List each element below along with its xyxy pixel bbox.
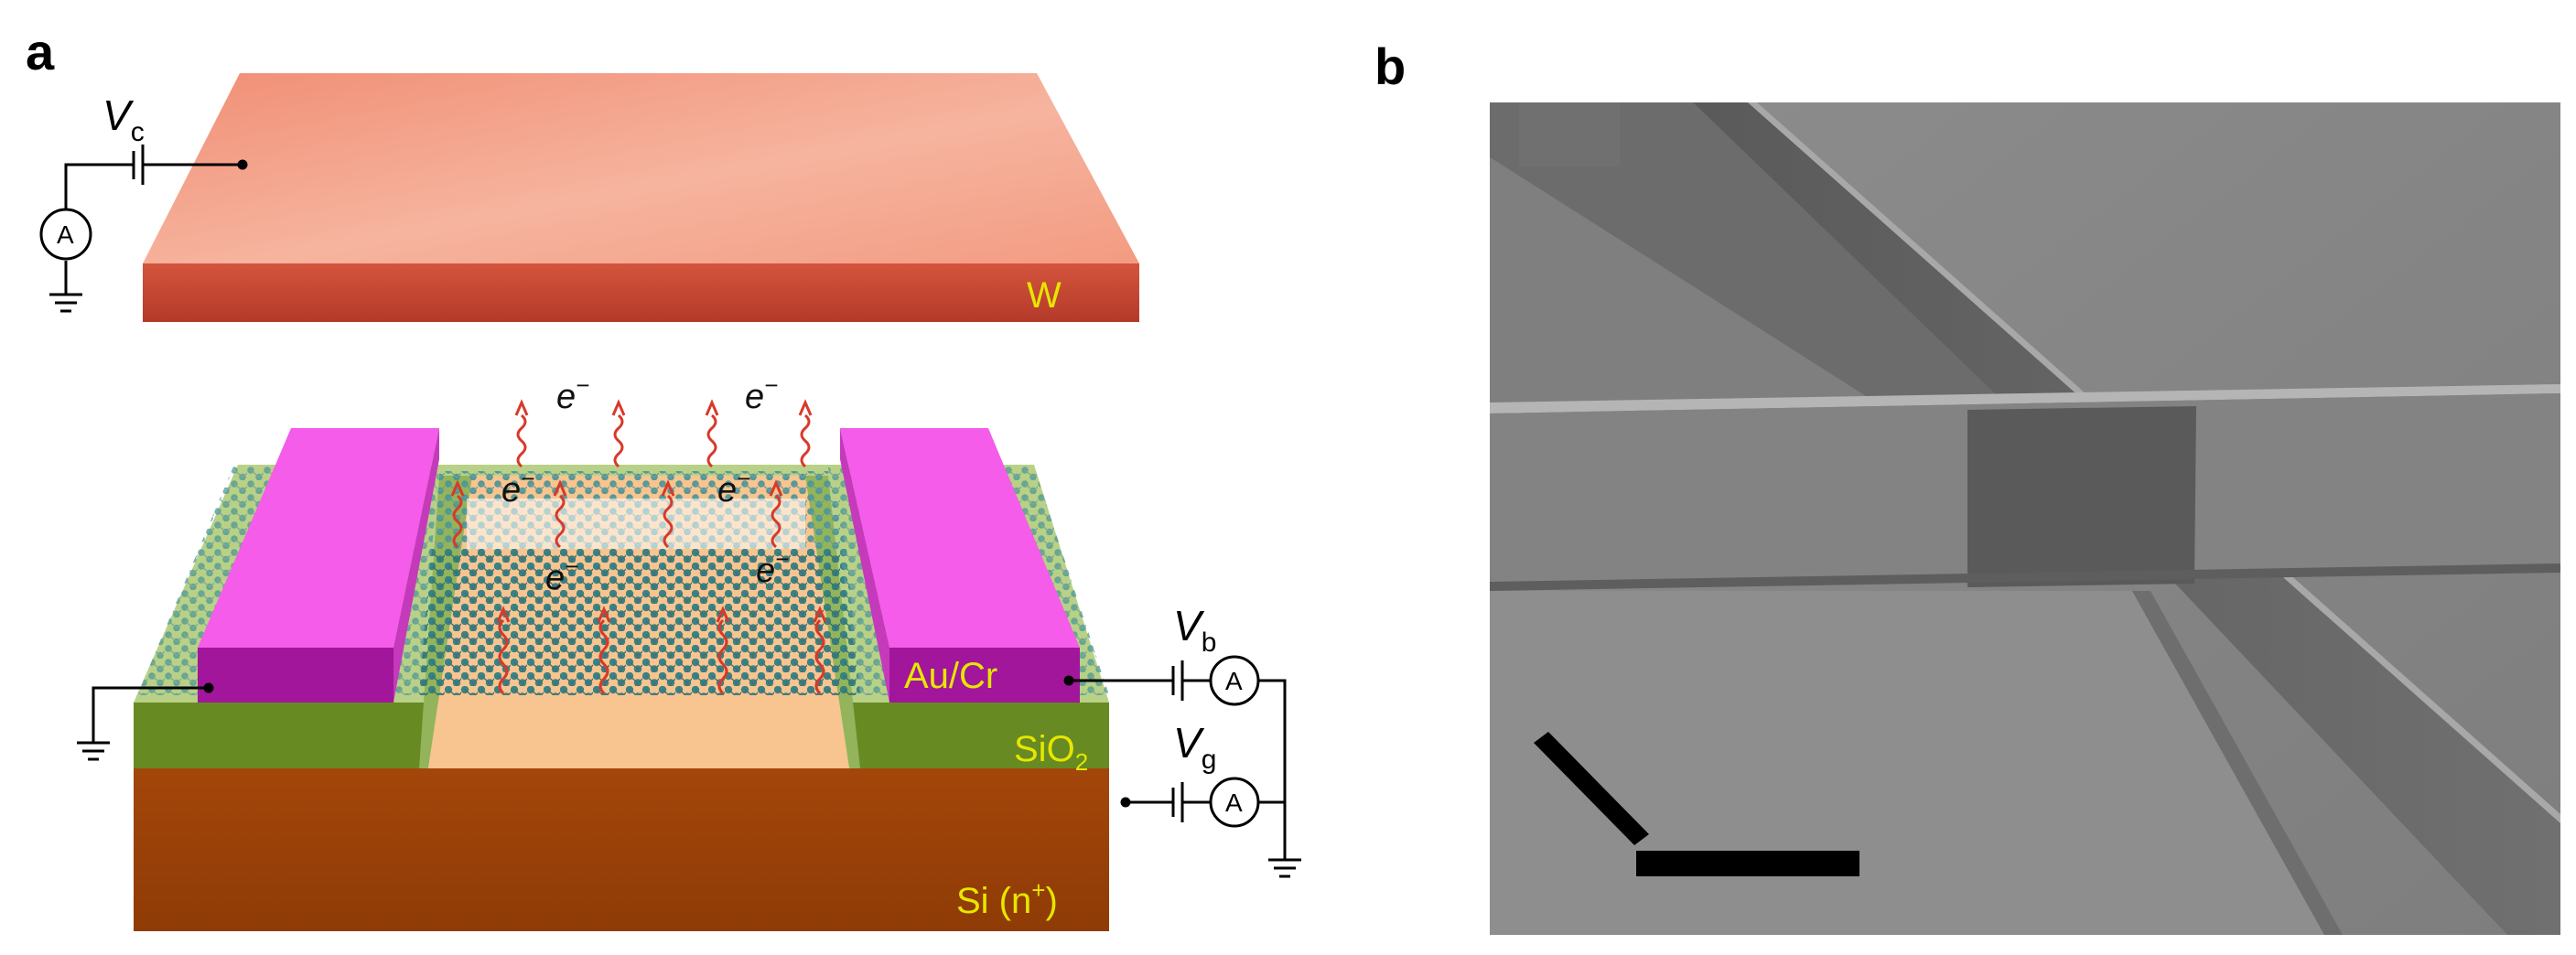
gate-ammeter: A: [1209, 777, 1260, 828]
left-contact-right-side: [393, 428, 439, 703]
right-contact-top: [840, 428, 1080, 648]
sio2-front-left: [134, 703, 428, 768]
si-substrate: Si (n+): [134, 768, 1109, 931]
collector-circuit: [49, 145, 248, 313]
panel-b-letter: b: [1374, 38, 1406, 95]
ammeter-label-b: A: [1225, 667, 1243, 695]
left-contact: [198, 428, 439, 703]
right-contact-left-side: [840, 428, 889, 703]
ammeter-label-c: A: [57, 220, 74, 249]
electron-emission-arrows: [450, 399, 827, 695]
sem-scale-bar: [1636, 851, 1859, 876]
w-plate-top: [143, 73, 1139, 263]
sem-image: [1490, 102, 2560, 935]
vg-label: Vg: [1173, 719, 1216, 775]
au-cr-label: Au/Cr: [904, 656, 997, 696]
w-plate-front: [143, 263, 1139, 322]
electron-label-5: e−: [545, 553, 578, 597]
si-front: [134, 768, 1109, 931]
w-layer-label: W: [1027, 275, 1062, 316]
graphene-suspended-highlight: [467, 499, 805, 549]
panel-a-letter: a: [26, 23, 55, 80]
ammeter-label-g: A: [1225, 789, 1243, 817]
collector-ammeter: A: [39, 208, 92, 261]
electron-label-2: e−: [745, 371, 778, 416]
graphene-sheet-front: [419, 549, 860, 695]
sem-scale-bar-diagonal: [1534, 732, 1649, 845]
si-label: Si (n+): [956, 876, 1058, 921]
vc-label: Vc: [102, 91, 145, 147]
left-ground-lead: [77, 682, 214, 761]
electron-label-3: e−: [501, 465, 534, 510]
electron-label-6: e−: [756, 545, 789, 590]
right-contact: Au/Cr: [840, 428, 1080, 703]
bias-ammeter: A: [1209, 655, 1260, 706]
sio2-front-right: [849, 703, 1109, 768]
tungsten-plate: W: [143, 73, 1139, 322]
electron-label-1: e−: [556, 371, 589, 416]
vb-label: Vb: [1173, 602, 1216, 658]
bias-gate-circuit: [1063, 660, 1301, 878]
left-contact-top: [198, 428, 439, 648]
sio2-label: SiO2: [1014, 729, 1088, 776]
electron-label-4: e−: [717, 465, 750, 510]
left-contact-front: [198, 648, 393, 703]
right-contact-front: [889, 648, 1080, 703]
